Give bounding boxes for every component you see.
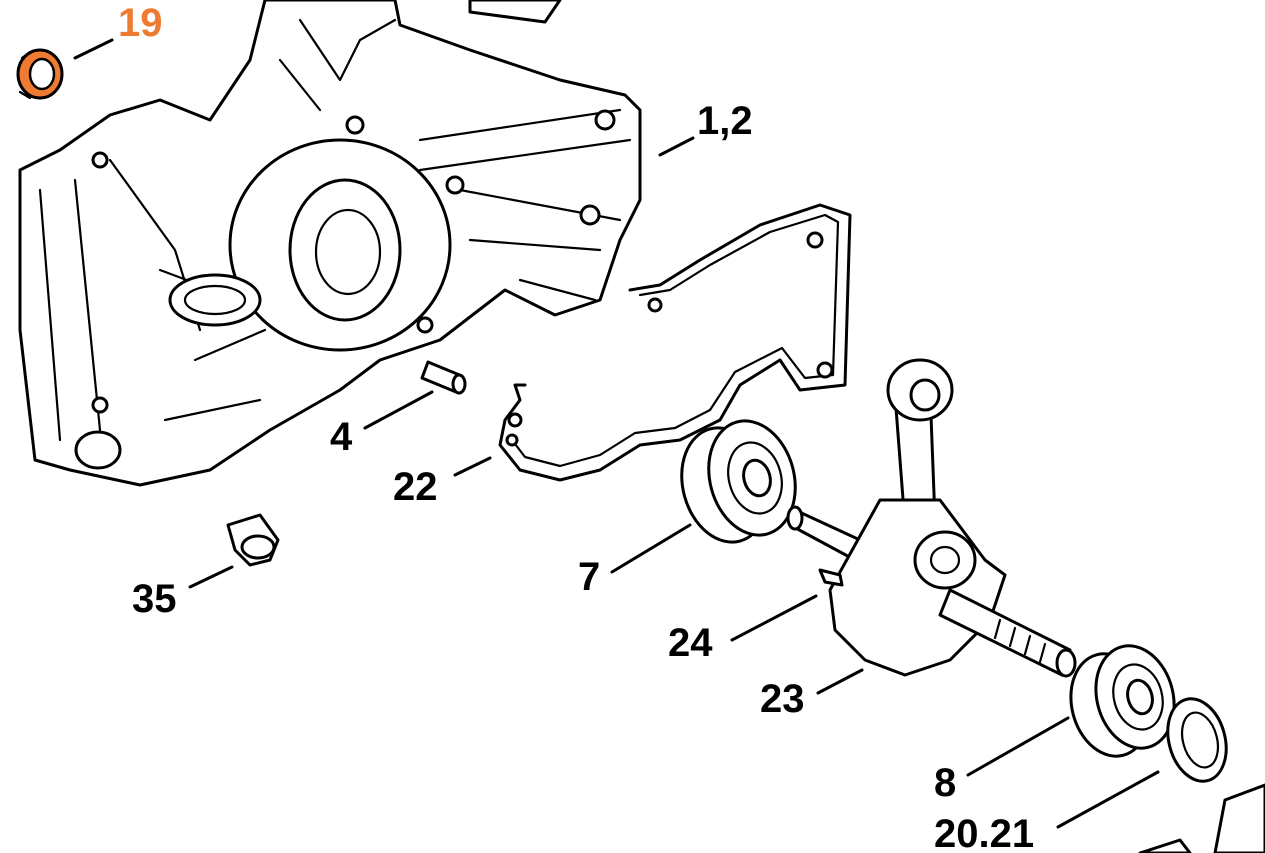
key-part-24[interactable] xyxy=(818,568,844,587)
label-23[interactable]: 23 xyxy=(760,677,805,721)
label-24[interactable]: 24 xyxy=(668,621,713,665)
label-20-21[interactable]: 20.21 xyxy=(934,812,1034,853)
label-7[interactable]: 7 xyxy=(578,555,600,599)
leader-lines xyxy=(73,38,1160,829)
dowel-pin-part-4[interactable] xyxy=(420,360,467,395)
bearing-part-7[interactable] xyxy=(669,411,807,552)
partial-component xyxy=(1138,783,1265,853)
label-22[interactable]: 22 xyxy=(393,465,438,509)
seal-ring-part-19[interactable] xyxy=(16,48,64,100)
label-35[interactable]: 35 xyxy=(132,577,177,621)
crankshaft-part-23[interactable] xyxy=(786,358,1077,678)
label-8[interactable]: 8 xyxy=(934,761,956,805)
plug-part-35[interactable] xyxy=(226,513,280,567)
gasket-part-22[interactable] xyxy=(498,203,852,482)
label-4[interactable]: 4 xyxy=(330,415,353,459)
oil-seal-part-20-21[interactable] xyxy=(1159,692,1235,788)
crankcase-part[interactable] xyxy=(18,0,642,487)
label-1-2[interactable]: 1,2 xyxy=(697,99,753,143)
label-19[interactable]: 19 xyxy=(118,1,163,45)
bearing-part-8[interactable] xyxy=(1060,637,1185,765)
